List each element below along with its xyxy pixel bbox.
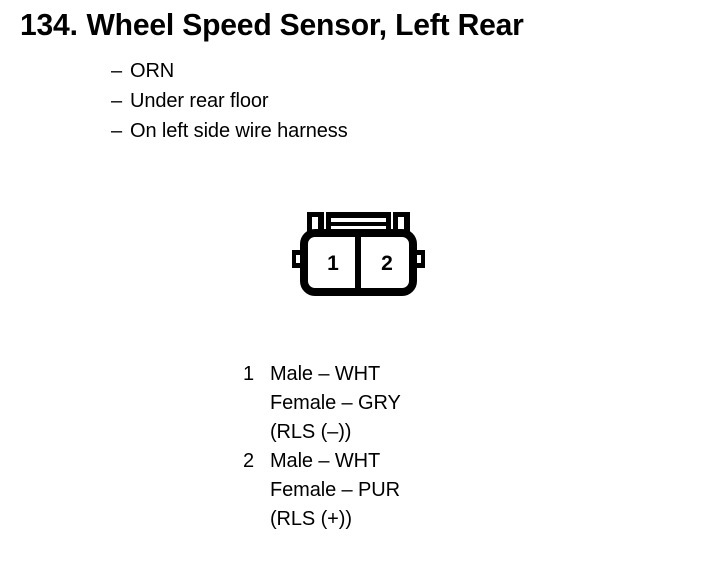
legend-pin-number: 2 xyxy=(243,450,255,472)
legend-row-male: 1 Male – WHT xyxy=(243,360,401,389)
legend-row-male: 2 Male – WHT xyxy=(243,447,401,476)
legend-row-circuit: (RLS (–)) xyxy=(243,418,401,447)
cavity-label-2: 2 xyxy=(381,252,393,275)
latch-post-left-slot-icon xyxy=(312,217,318,234)
latch-post-right-slot-icon xyxy=(398,217,404,234)
latch-center-slot-upper-icon xyxy=(331,218,386,222)
cavity-label-1: 1 xyxy=(327,252,339,275)
attribute-item-label: On left side wire harness xyxy=(130,120,348,142)
legend-entry: 2 Male – WHT Female – PUR (RLS (+)) xyxy=(243,447,401,534)
dash-icon: – xyxy=(111,60,123,82)
page-title: 134.Wheel Speed Sensor, Left Rear xyxy=(20,6,524,44)
page-title-text: Wheel Speed Sensor, Left Rear xyxy=(86,7,524,42)
legend-row-female: Female – GRY xyxy=(243,389,401,418)
page-title-number: 134. xyxy=(20,7,78,42)
attribute-item-label: Under rear floor xyxy=(130,90,269,112)
dash-icon: – xyxy=(111,90,123,112)
legend-male-wire: Male – WHT xyxy=(270,363,381,385)
legend-male-wire: Male – WHT xyxy=(270,450,381,472)
legend-row-female: Female – PUR xyxy=(243,476,401,505)
legend-pin-number: 1 xyxy=(243,363,255,385)
connector-diagram: 1 2 xyxy=(286,206,432,298)
legend-female-wire: Female – PUR xyxy=(270,479,400,501)
latch-center-slot-lower-icon xyxy=(331,226,386,230)
list-item: –On left side wire harness xyxy=(111,116,348,146)
attribute-list: –ORN –Under rear floor –On left side wir… xyxy=(111,56,348,146)
dash-icon: – xyxy=(111,120,123,142)
legend-entry: 1 Male – WHT Female – GRY (RLS (–)) xyxy=(243,360,401,447)
legend-row-circuit: (RLS (+)) xyxy=(243,505,401,534)
cavity-divider xyxy=(355,235,361,290)
attribute-item-label: ORN xyxy=(130,60,175,82)
legend-female-wire: Female – GRY xyxy=(270,392,401,414)
list-item: –Under rear floor xyxy=(111,86,348,116)
list-item: –ORN xyxy=(111,56,348,86)
legend-circuit-name: (RLS (–)) xyxy=(270,421,352,443)
legend-circuit-name: (RLS (+)) xyxy=(270,508,352,530)
connector-illustration: 1 2 xyxy=(292,212,425,296)
